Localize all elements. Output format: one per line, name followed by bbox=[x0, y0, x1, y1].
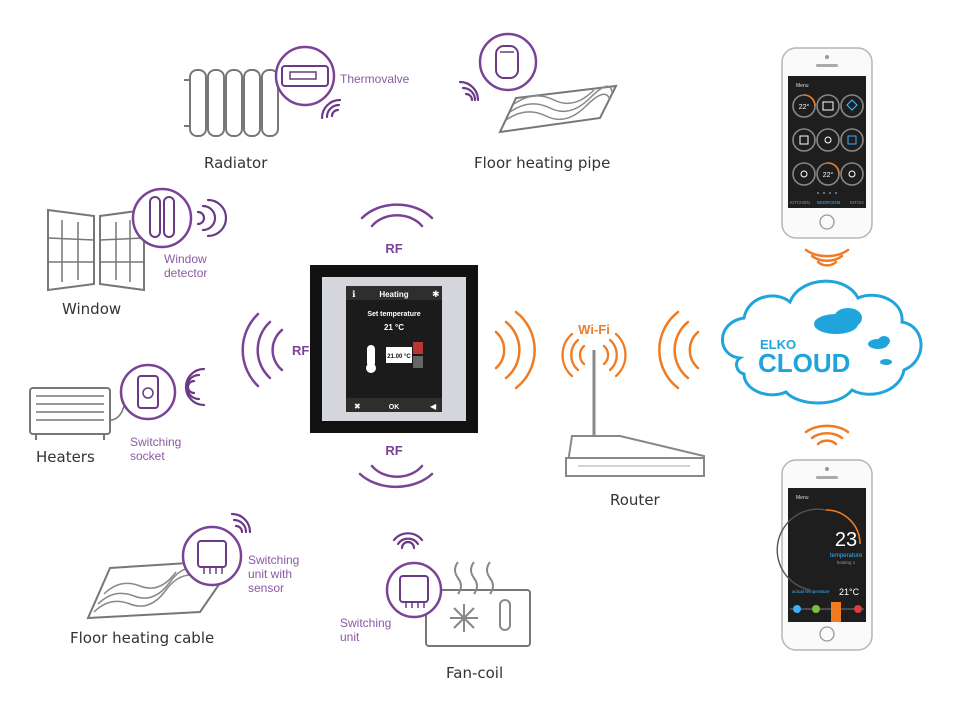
rf-top-waves bbox=[360, 203, 434, 228]
thermovalve-label: Thermovalve bbox=[340, 72, 410, 86]
floor-cable-label: Floor heating cable bbox=[70, 629, 215, 647]
mode-button-1[interactable] bbox=[793, 605, 801, 613]
heaters-label: Heaters bbox=[36, 448, 95, 466]
switching-socket-badge bbox=[119, 363, 177, 421]
phone-bottom-caption: temperature bbox=[830, 553, 863, 559]
cloud-phone-bottom-waves bbox=[804, 424, 850, 446]
mode-button-3[interactable] bbox=[831, 602, 841, 622]
mode-button-2[interactable] bbox=[812, 605, 820, 613]
floor-cable-signal-icon bbox=[230, 512, 252, 534]
controller-set-label: Set temperature bbox=[367, 311, 420, 318]
phone-top-tile-7[interactable]: 22° bbox=[823, 171, 834, 179]
heater-signal-icon bbox=[184, 367, 206, 407]
switching-unit-badge bbox=[385, 561, 443, 619]
ok-button[interactable]: OK bbox=[389, 404, 400, 411]
window-signal-icon bbox=[196, 198, 228, 238]
controller-value-box: 21.00 °C bbox=[387, 354, 411, 360]
room-controller: Heating ℹ ✱ Set temperature 21 °C 21.00 … bbox=[310, 265, 478, 433]
cloud-brand: ELKO bbox=[760, 337, 796, 352]
heater-illustration bbox=[29, 387, 125, 440]
fancoil-label: Fan-coil bbox=[446, 664, 504, 682]
elko-cloud: ELKO CLOUD bbox=[721, 279, 923, 405]
radiator-label: Radiator bbox=[204, 154, 268, 172]
tools-icon: ✱ bbox=[432, 290, 440, 300]
rf-top-label: RF bbox=[385, 241, 402, 256]
phone-bottom-value: 23 bbox=[835, 529, 857, 551]
rf-left-waves bbox=[241, 312, 284, 388]
fancoil-illustration bbox=[425, 561, 531, 647]
cloud-name: CLOUD bbox=[758, 348, 850, 378]
info-icon: ℹ bbox=[352, 290, 356, 300]
phone-top-tab-3[interactable]: KITCH bbox=[850, 200, 864, 205]
phone-bottom-home-button[interactable] bbox=[819, 626, 835, 642]
thermometer-icon bbox=[367, 345, 375, 367]
smartphone-top: Menu 22° 22° KITCHEN BEDROOM KITCH bbox=[781, 47, 873, 239]
phone-top-menu[interactable]: Menu bbox=[796, 83, 809, 89]
phone-bottom-menu[interactable]: Menu bbox=[796, 495, 809, 501]
radiator-signal-icon bbox=[320, 98, 342, 120]
cancel-icon[interactable]: ✖ bbox=[354, 402, 361, 411]
wifi-label: Wi-Fi bbox=[578, 322, 610, 337]
mode-button-4[interactable] bbox=[854, 605, 862, 613]
router-wifi-waves bbox=[561, 332, 627, 378]
floor-pipe-illustration bbox=[498, 84, 618, 134]
thermovalve-badge bbox=[274, 45, 336, 107]
decrease-button[interactable] bbox=[413, 356, 423, 368]
router-cloud-waves bbox=[658, 310, 700, 390]
rf-bottom-waves bbox=[358, 464, 434, 489]
floor-pipe-sensor-badge bbox=[478, 32, 538, 92]
floor-pipe-signal-icon bbox=[458, 80, 480, 102]
phone-top-tab-1[interactable]: KITCHEN bbox=[790, 200, 810, 205]
smartphone-bottom: Menu 23 temperature heating 1 actual tem… bbox=[776, 459, 873, 651]
rf-left-label: RF bbox=[292, 343, 309, 358]
controller-title: Heating bbox=[379, 290, 408, 299]
back-icon[interactable]: ◀ bbox=[430, 402, 437, 411]
router-label: Router bbox=[610, 491, 660, 509]
increase-button[interactable] bbox=[413, 342, 423, 354]
cloud-phone-top-waves bbox=[804, 248, 850, 267]
router-illustration bbox=[564, 350, 705, 477]
fancoil-signal-icon bbox=[392, 532, 424, 550]
window-illustration bbox=[47, 208, 145, 292]
switching-unit-sensor-badge bbox=[181, 525, 243, 587]
rf-bottom-label: RF bbox=[385, 443, 402, 458]
controller-set-value: 21 °C bbox=[384, 323, 404, 332]
controller-wifi-waves bbox=[494, 310, 536, 390]
window-detector-badge bbox=[131, 187, 193, 249]
phone-bottom-subcaption: heating 1 bbox=[837, 560, 856, 565]
window-label: Window bbox=[62, 300, 122, 318]
phone-top-home-button[interactable] bbox=[819, 214, 835, 230]
phone-top-tab-2[interactable]: BEDROOM bbox=[817, 200, 841, 205]
phone-bottom-actual-value: 21°C bbox=[839, 587, 860, 597]
phone-top-tile-1[interactable]: 22° bbox=[799, 103, 810, 111]
radiator-illustration bbox=[184, 69, 279, 137]
phone-bottom-actual-label: actual temperature bbox=[792, 589, 830, 594]
floor-pipe-label: Floor heating pipe bbox=[474, 154, 611, 172]
